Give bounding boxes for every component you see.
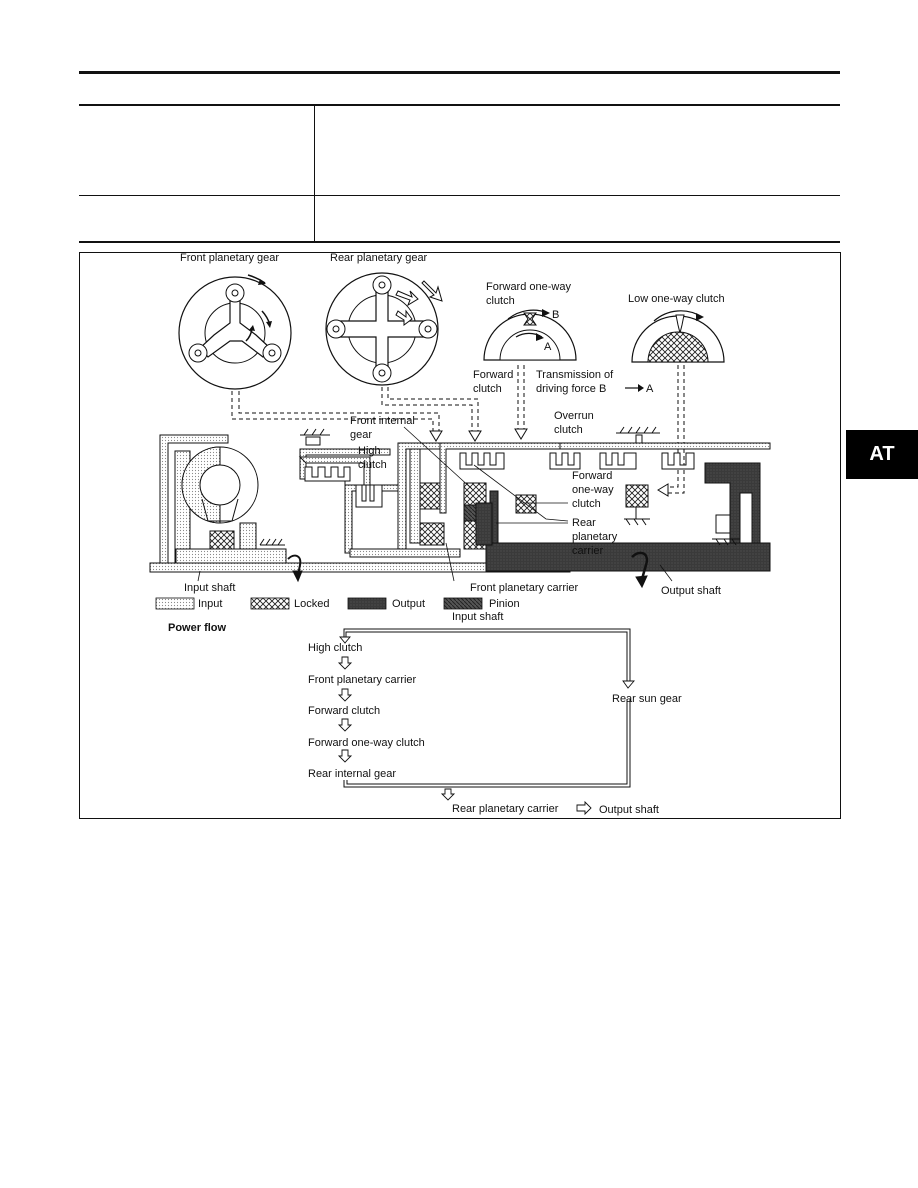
table-row-divider: [79, 195, 840, 196]
legend-pinion: Pinion: [489, 598, 520, 610]
label-rear-planetary-gear: Rear planetary gear: [330, 253, 428, 264]
table-column-divider: [314, 106, 315, 241]
label-transmission-2: driving force B: [536, 383, 606, 395]
forward-one-way-clutch-graphic: [483, 309, 577, 361]
legend-locked: Locked: [294, 598, 329, 610]
legend-swatch-input: [155, 597, 195, 610]
label-input-shaft: Input shaft: [184, 582, 235, 594]
power-flow-end-output: Output shaft: [599, 804, 659, 816]
power-flow-title: Power flow: [168, 622, 227, 634]
low-one-way-clutch-graphic: [631, 310, 725, 363]
front-planetary-gear-graphic: [178, 274, 292, 390]
label-high-clutch-2: clutch: [358, 459, 387, 471]
label-a: A: [544, 341, 552, 353]
label-front-internal-gear-1: Front internal: [350, 415, 415, 427]
label-rear-planetary-carrier-1: Rear: [572, 517, 596, 529]
header-rule: [79, 71, 840, 74]
dashed-leaders: [231, 365, 685, 494]
label-rear-planetary-carrier-3: carrier: [572, 545, 604, 557]
power-flow-end-carrier: Rear planetary carrier: [452, 803, 559, 815]
legend-input: Input: [198, 598, 222, 610]
legend: Input Locked Output Pinion: [155, 597, 520, 610]
power-flow-rear-sun-gear: Rear sun gear: [612, 693, 682, 705]
rear-planetary-gear-graphic: [325, 272, 443, 386]
label-forward-owc-top-2: clutch: [486, 295, 515, 307]
power-flow-lines: [343, 628, 631, 788]
legend-swatch-pinion: [443, 597, 483, 610]
label-front-internal-gear-2: gear: [350, 429, 372, 441]
label-b: B: [552, 309, 559, 321]
info-table: [79, 104, 840, 243]
legend-swatch-output: [347, 597, 387, 610]
power-flow-figure: Front planetary gear Rear planetary gear…: [79, 252, 841, 819]
label-output-shaft: Output shaft: [661, 585, 721, 597]
power-flow-step-1: High clutch: [308, 642, 362, 654]
label-overrun-clutch-1: Overrun: [554, 410, 594, 422]
power-flow-step-5: Rear internal gear: [308, 768, 396, 780]
arrow-b-to-a-head: [638, 384, 644, 392]
label-transmission-target: A: [646, 383, 654, 395]
label-front-planetary-gear: Front planetary gear: [180, 253, 279, 264]
label-forward-clutch-2: clutch: [473, 383, 502, 395]
hollow-arrows: [429, 428, 669, 497]
label-transmission-1: Transmission of: [536, 369, 614, 381]
power-flow-input-shaft: Input shaft: [452, 611, 503, 623]
legend-swatch-locked: [250, 597, 290, 610]
label-forward-clutch-1: Forward: [473, 369, 513, 381]
label-high-clutch-1: High: [358, 445, 381, 457]
label-front-planetary-carrier: Front planetary carrier: [470, 582, 579, 594]
label-forward-owc-3: clutch: [572, 498, 601, 510]
label-overrun-clutch-2: clutch: [554, 424, 583, 436]
label-rear-planetary-carrier-2: planetary: [572, 531, 618, 543]
label-forward-owc-2: one-way: [572, 484, 614, 496]
power-flow-step-2: Front planetary carrier: [308, 674, 417, 686]
power-flow-step-3: Forward clutch: [308, 705, 380, 717]
label-leaders: [197, 426, 673, 582]
label-forward-owc-top-1: Forward one-way: [486, 281, 571, 293]
power-flow-arrows: [337, 636, 635, 816]
label-low-owc: Low one-way clutch: [628, 293, 725, 305]
legend-output: Output: [392, 598, 425, 610]
transmission-diagram: Front planetary gear Rear planetary gear…: [149, 253, 771, 816]
transmission-cross-section: [149, 426, 771, 589]
label-forward-owc-1: Forward: [572, 470, 612, 482]
power-flow-step-4: Forward one-way clutch: [308, 737, 425, 749]
section-tab-at[interactable]: AT: [846, 430, 918, 479]
